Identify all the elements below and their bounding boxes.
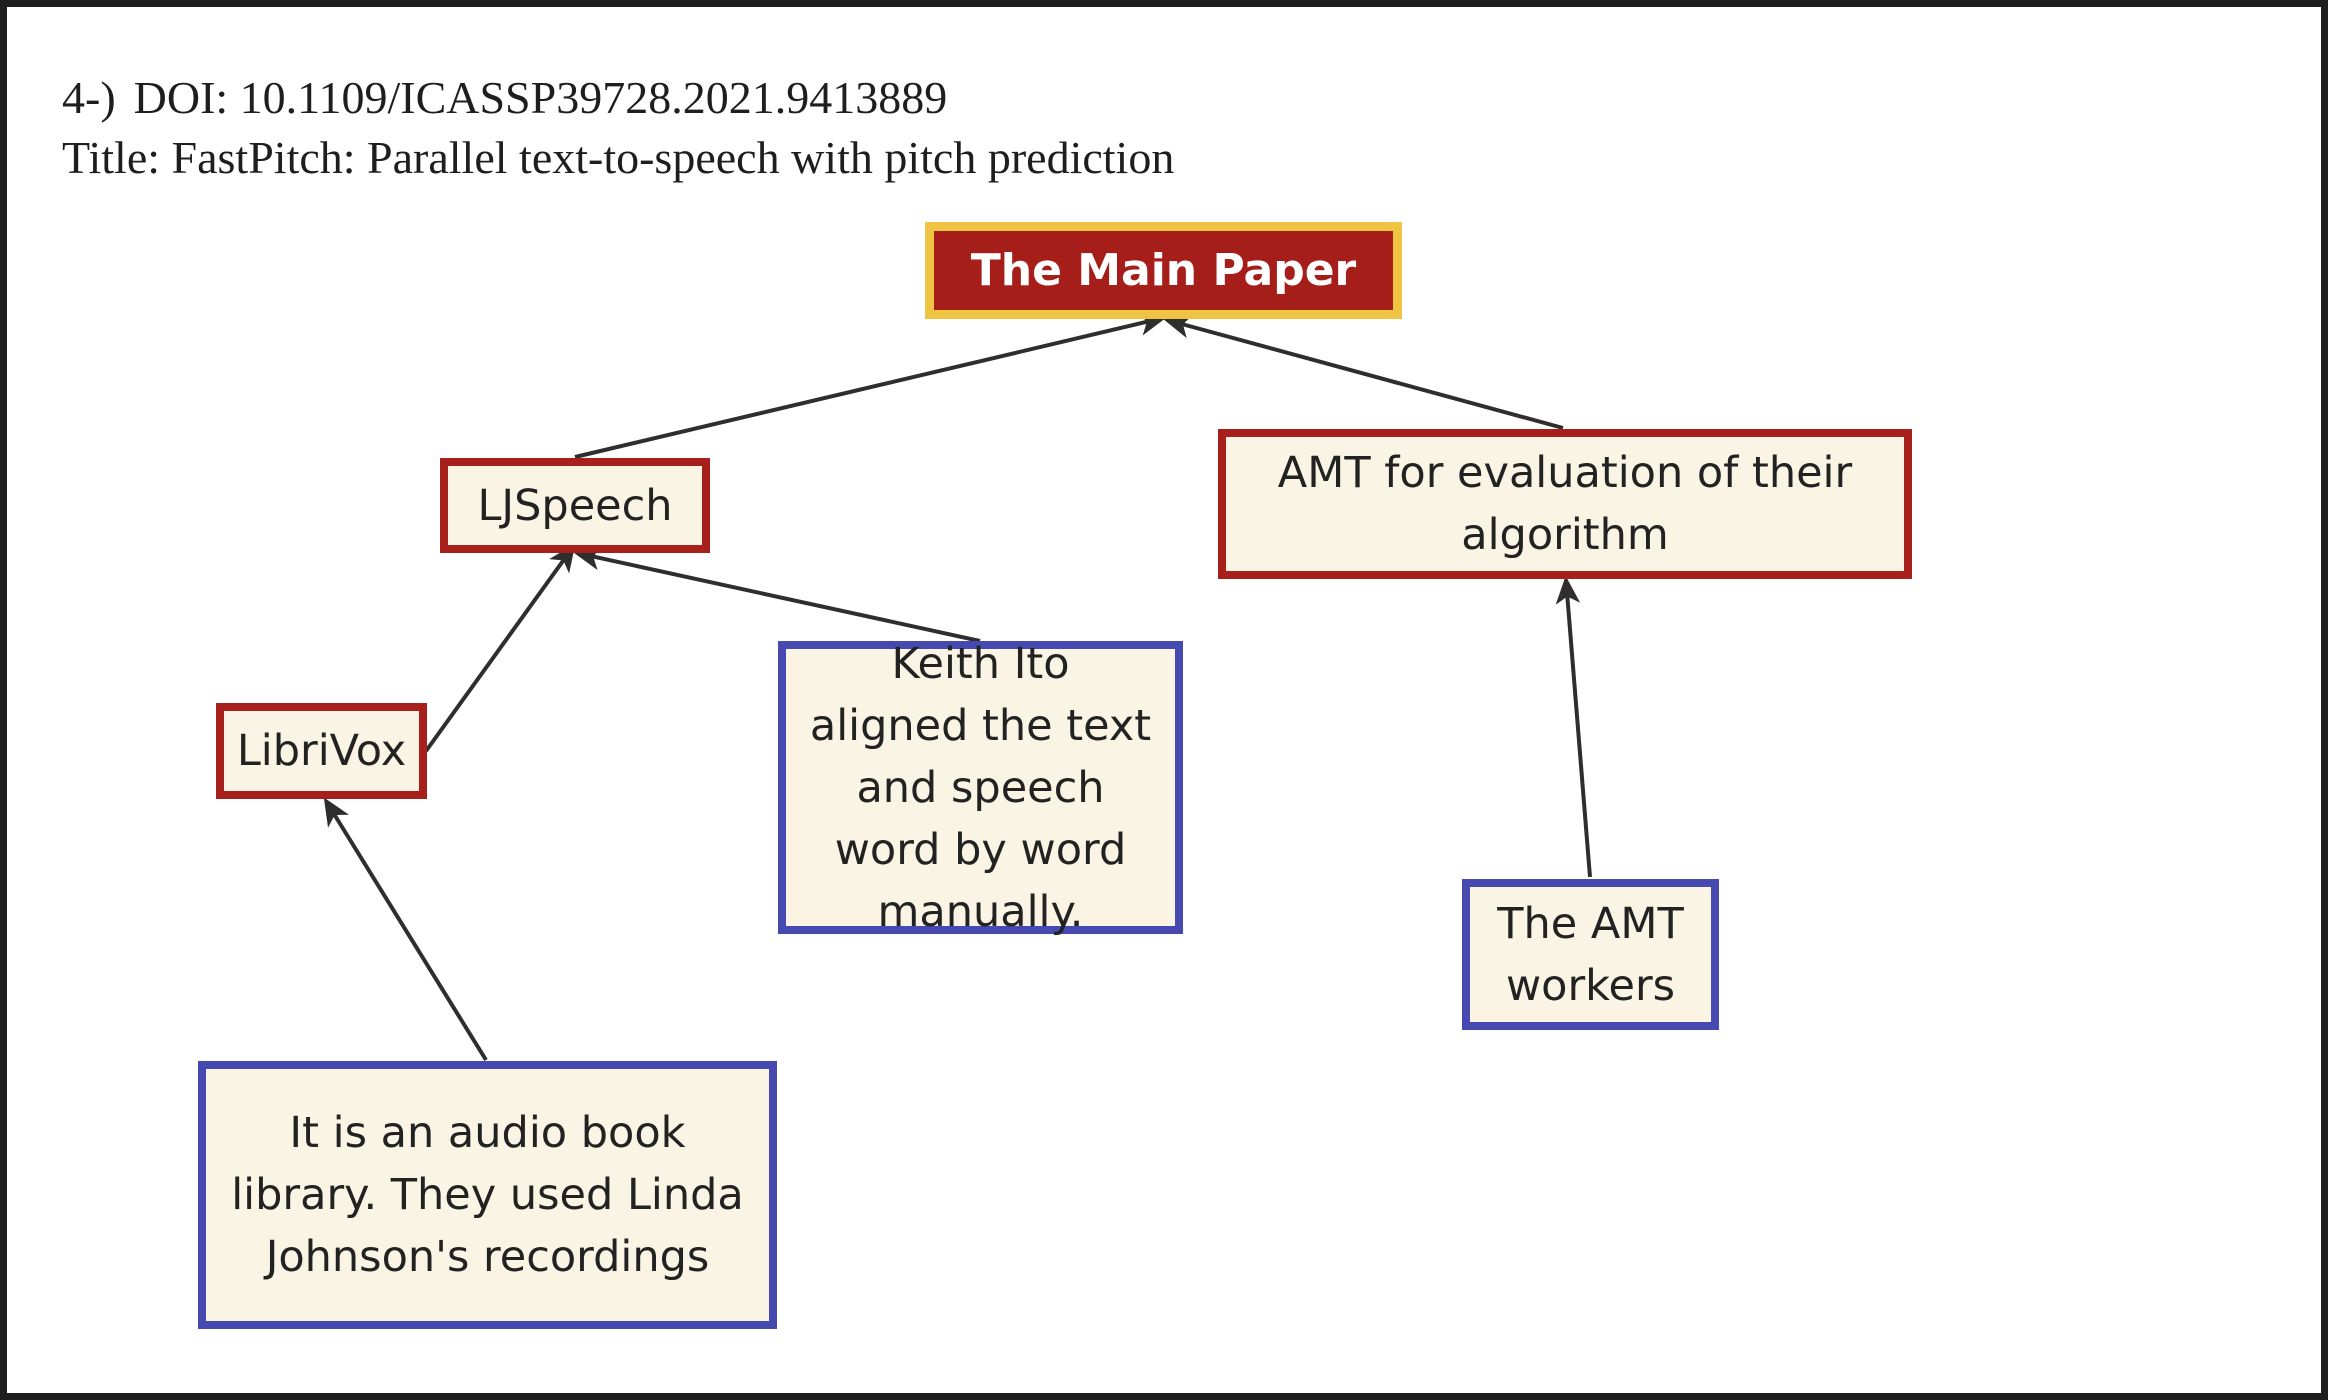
node-amt-evaluation-label: AMT for evaluation of their algorithm	[1277, 448, 1853, 560]
edge-amt-workers-to-amt-eval	[1555, 575, 1592, 878]
node-ljspeech: LJSpeech	[440, 458, 710, 553]
node-main-paper: The Main Paper	[925, 222, 1402, 319]
node-amt-workers: The AMT workers	[1462, 879, 1719, 1030]
edge-ljspeech-to-main	[574, 311, 1168, 459]
node-librivox: LibriVox	[216, 703, 427, 799]
node-amt-workers-label: The AMT workers	[1497, 898, 1684, 1011]
node-librivox-label: LibriVox	[236, 726, 407, 776]
doi-text: DOI: 10.1109/ICASSP39728.2021.9413889	[133, 72, 948, 123]
node-audio-book-library-label: It is an audio book library. They used L…	[231, 1108, 744, 1282]
node-audio-book-library: It is an audio book library. They used L…	[198, 1061, 777, 1329]
edge-amt-eval-to-main	[1162, 314, 1564, 430]
paper-title: Title: FastPitch: Parallel text-to-speec…	[62, 132, 1175, 183]
node-keith-ito: Keith Ito aligned the text and speech wo…	[778, 639, 1183, 937]
node-amt-evaluation: AMT for evaluation of their algorithm	[1218, 429, 1912, 579]
node-keith-ito-label: Keith Ito aligned the text and speech wo…	[809, 638, 1152, 937]
doi-line: 4-) DOI: 10.1109/ICASSP39728.2021.9413889	[62, 75, 947, 121]
edge-audio-book-to-librivox	[323, 797, 488, 1062]
node-ljspeech-label: LJSpeech	[477, 480, 673, 531]
edge-librivox-to-ljspeech	[424, 543, 576, 753]
edge-keith-ito-to-ljspeech	[572, 546, 981, 643]
item-number: 4-)	[62, 72, 116, 123]
node-main-paper-label: The Main Paper	[970, 244, 1357, 296]
